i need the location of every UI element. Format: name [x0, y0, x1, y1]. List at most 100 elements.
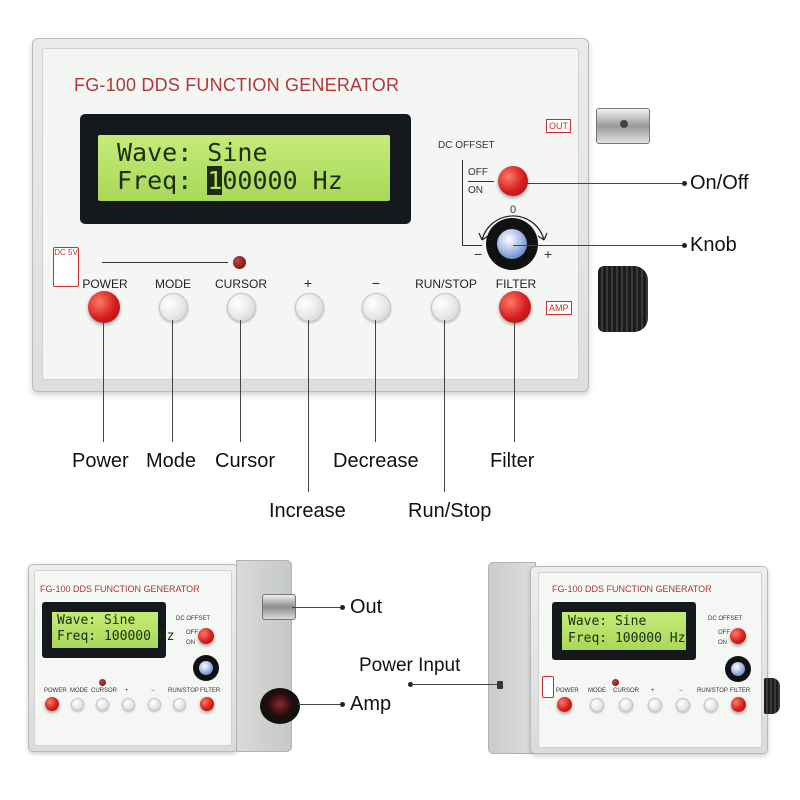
amp-knob[interactable] [598, 266, 648, 332]
dc-power-icon: DC 5V [53, 247, 79, 287]
filter-leader [514, 322, 515, 442]
dc-offset-bracket-foot [462, 245, 482, 246]
increase-button[interactable] [295, 293, 324, 322]
amp-tag: AMP [546, 301, 572, 315]
callout-on-off: On/Off [690, 172, 749, 194]
left-dc-offset-button[interactable] [198, 628, 214, 644]
left-btn-label-filter: FILTER [200, 688, 221, 694]
right-device-lcd [562, 612, 686, 650]
power-button[interactable] [88, 291, 120, 323]
lcd-display [98, 135, 390, 201]
lcd-freq-prefix: Freq: [117, 166, 208, 195]
left-off-label: OFF [186, 630, 198, 636]
lcd-line-wave: Wave: Sine [117, 138, 268, 167]
right-btn-label-power: POWER [556, 688, 579, 694]
left-run-stop-button[interactable] [173, 698, 186, 711]
left-amp-knob[interactable] [260, 688, 300, 724]
off-on-divider [468, 181, 494, 182]
bnc-pin [620, 120, 628, 128]
device-title: FG-100 DDS FUNCTION GENERATOR [74, 75, 400, 95]
left-btn-label-minus: − [151, 688, 155, 694]
cursor-button-label: CURSOR [214, 277, 267, 291]
run-stop-leader [444, 320, 445, 492]
left-btn-label-mode: MODE [70, 688, 88, 694]
left-mode-button[interactable] [71, 698, 84, 711]
right-device-face [538, 572, 762, 748]
callout-power-input: Power Input [359, 655, 461, 676]
left-btn-label-power: POWER [44, 688, 67, 694]
right-mode-button[interactable] [590, 698, 604, 712]
run-stop-button[interactable] [431, 293, 460, 322]
lcd-line-frequency: Freq: 100000 Hz [117, 166, 343, 195]
right-power-led [612, 679, 619, 686]
right-amp-knob[interactable] [764, 678, 780, 714]
out-tag: OUT [546, 119, 571, 133]
right-dc-offset-label: DC OFFSET [708, 616, 742, 622]
callout-out: Out [350, 596, 383, 618]
right-increase-button[interactable] [648, 698, 662, 712]
left-btn-label-cursor: CURSOR [91, 688, 118, 694]
right-dc-power-icon [542, 676, 554, 698]
right-run-stop-button[interactable] [704, 698, 718, 712]
right-device-side [488, 562, 536, 754]
lcd-freq-value: 00000 Hz [222, 166, 343, 195]
power-led-line [102, 262, 228, 263]
callout-power: Power [72, 450, 129, 472]
lcd-cursor: 1 [207, 166, 223, 195]
dc-offset-toggle-button[interactable] [498, 166, 528, 196]
left-filter-button[interactable] [200, 697, 214, 711]
decrease-leader [375, 320, 376, 442]
callout-decrease: Decrease [333, 450, 419, 472]
mode-button[interactable] [159, 293, 188, 322]
right-offset-knob-cap [731, 662, 745, 676]
decrease-button[interactable] [362, 293, 391, 322]
amp-leader [298, 704, 344, 705]
right-cursor-button[interactable] [619, 698, 633, 712]
dc-offset-label: DC OFFSET [438, 140, 495, 151]
out-leader [292, 607, 344, 608]
right-btn-label-mode: MODE [588, 688, 606, 694]
left-btn-label-plus: + [125, 688, 129, 694]
cursor-button[interactable] [227, 293, 256, 322]
knob-arc-icon [478, 215, 548, 241]
right-on-label: ON [718, 640, 727, 646]
callout-amp: Amp [350, 693, 392, 715]
knob-leader-dot [682, 243, 687, 248]
left-bnc-out-connector [262, 594, 296, 620]
left-cursor-button[interactable] [96, 698, 109, 711]
mode-button-label: MODE [155, 277, 191, 291]
dc-offset-bracket [462, 160, 463, 246]
knob-plus-label: + [544, 246, 553, 262]
right-device-title: FG-100 DDS FUNCTION GENERATOR [552, 584, 712, 594]
right-decrease-button[interactable] [676, 698, 690, 712]
filter-button[interactable] [499, 291, 531, 323]
on-label: ON [468, 185, 483, 196]
offset-knob-cap [497, 229, 527, 259]
right-lcd-line-2: Freq: 100000 Hz [568, 631, 686, 646]
callout-cursor: Cursor [215, 450, 276, 472]
mode-leader [172, 320, 173, 442]
left-power-led [99, 679, 106, 686]
right-btn-label-run-stop: RUN/STOP [697, 688, 728, 694]
callout-increase: Increase [269, 500, 346, 522]
amp-leader-dot [340, 702, 345, 707]
left-increase-button[interactable] [122, 698, 135, 711]
right-filter-button[interactable] [731, 697, 746, 712]
filter-button-label: FILTER [495, 277, 537, 291]
left-lcd-line-1: Wave: Sine [57, 613, 136, 628]
run-stop-button-label: RUN/STOP [415, 277, 477, 291]
dc-power-icon-text: DC 5V [54, 248, 78, 257]
left-decrease-button[interactable] [148, 698, 161, 711]
on-off-leader-dot [682, 181, 687, 186]
left-btn-label-run-stop: RUN/STOP [168, 688, 199, 694]
on-off-leader [527, 183, 687, 184]
left-power-button[interactable] [45, 697, 59, 711]
left-dc-offset-label: DC OFFSET [176, 616, 210, 622]
callout-filter: Filter [490, 450, 535, 472]
right-power-button[interactable] [557, 697, 572, 712]
right-dc-offset-button[interactable] [730, 628, 746, 644]
left-device-lcd [52, 612, 158, 648]
power-leader [103, 322, 104, 442]
increase-leader [308, 320, 309, 492]
left-device-title: FG-100 DDS FUNCTION GENERATOR [40, 584, 200, 594]
